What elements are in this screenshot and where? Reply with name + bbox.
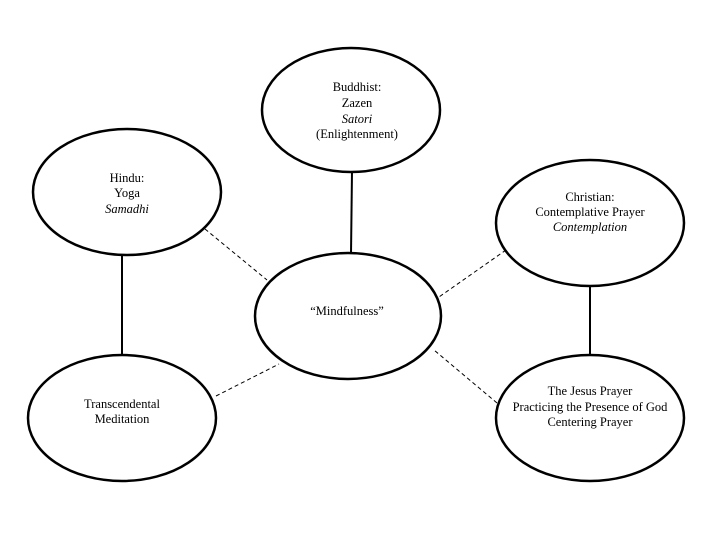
node-hindu — [31, 127, 223, 257]
node-buddhist — [260, 46, 442, 174]
jesus-prayer-line-2: Practicing the Presence of God — [513, 400, 669, 414]
connector-christian-center — [438, 249, 507, 298]
jesus-prayer-line-3: Centering Prayer — [547, 415, 633, 429]
hindu-line-2: Yoga — [114, 186, 140, 200]
center-line-1: “Mindfulness” — [310, 304, 384, 318]
hindu-line-3: Samadhi — [105, 202, 149, 216]
christian-line-2: Contemplative Prayer — [535, 205, 645, 219]
node-christian — [494, 158, 686, 288]
connector-hindu-center — [204, 228, 268, 281]
connector-tm-center — [215, 363, 280, 397]
node-center — [253, 251, 443, 381]
christian-line-1: Christian: — [565, 190, 614, 204]
connector-buddhist-center — [350, 170, 353, 255]
tm-line-1: Transcendental — [84, 397, 160, 411]
node-tm — [26, 353, 218, 483]
christian-line-3: Contemplation — [553, 220, 627, 234]
tm-line-2: Meditation — [95, 412, 151, 426]
jesus-prayer-line-1: The Jesus Prayer — [548, 384, 634, 398]
node-jesus-prayer — [494, 353, 686, 483]
buddhist-line-4: (Enlightenment) — [316, 127, 398, 141]
buddhist-line-3: Satori — [342, 112, 373, 126]
buddhist-line-2: Zazen — [342, 96, 373, 110]
buddhist-line-1: Buddhist: — [333, 80, 382, 94]
hindu-line-1: Hindu: — [110, 171, 145, 185]
connector-jesus-prayer-center — [433, 349, 498, 404]
